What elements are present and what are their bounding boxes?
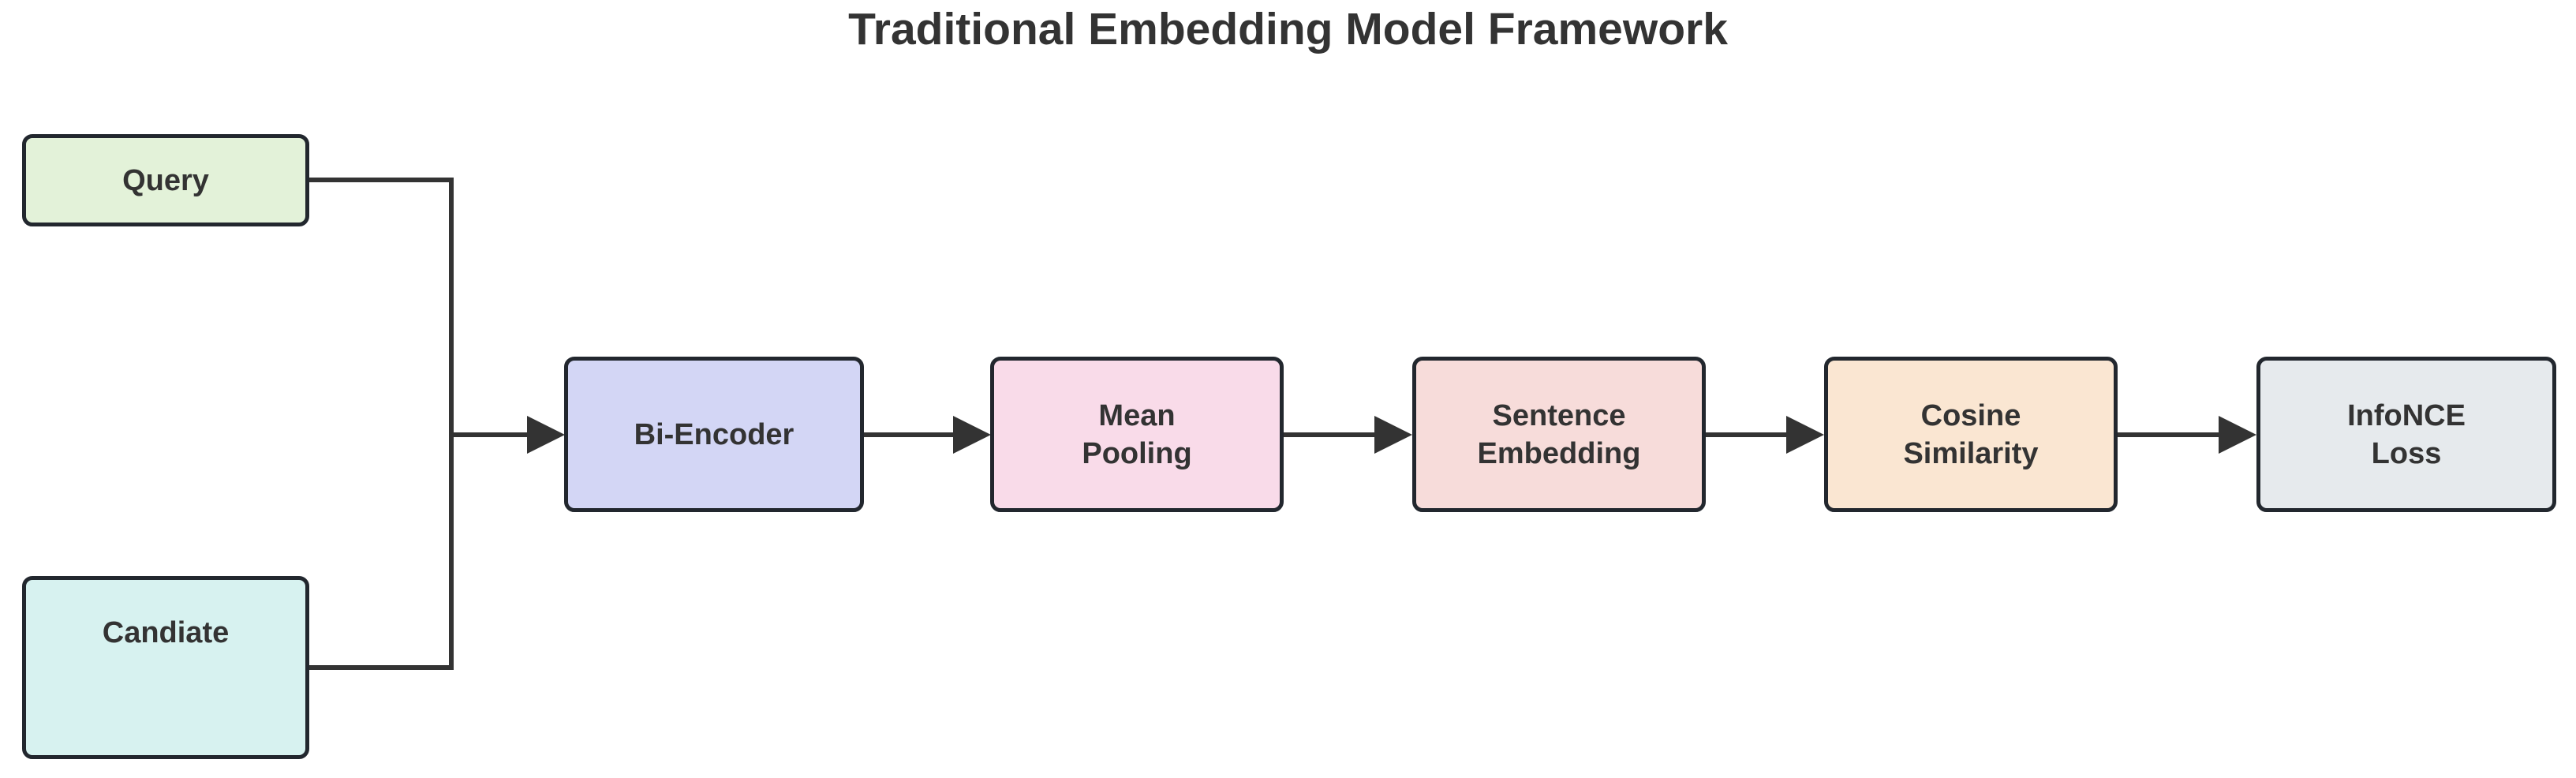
node-cosine-similarity-label: Cosine Similarity: [1903, 398, 2039, 470]
node-query-label: Query: [122, 163, 209, 197]
edge-query-to-bi-encoder: [309, 178, 454, 435]
node-bi-encoder[interactable]: Bi-Encoder: [564, 357, 864, 512]
arrow-head-mean-pooling-icon: [953, 416, 991, 454]
node-infonce-loss[interactable]: InfoNCE Loss: [2256, 357, 2556, 512]
node-mean-pooling[interactable]: Mean Pooling: [990, 357, 1284, 512]
node-candiate-label: Candiate: [102, 616, 230, 649]
node-sentence-embedding-label: Sentence Embedding: [1477, 398, 1641, 470]
node-bi-encoder-label: Bi-Encoder: [634, 417, 794, 451]
node-query[interactable]: Query: [22, 134, 309, 226]
arrow-head-sentence-embedding-icon: [1374, 416, 1412, 454]
node-mean-pooling-label: Mean Pooling: [1082, 398, 1192, 470]
arrow-head-infonce-loss-icon: [2219, 416, 2256, 454]
edge-candiate-to-bi-encoder: [309, 435, 454, 670]
node-infonce-loss-label: InfoNCE Loss: [2347, 398, 2466, 470]
node-sentence-embedding[interactable]: Sentence Embedding: [1412, 357, 1706, 512]
arrow-head-bi-encoder-icon: [527, 416, 565, 454]
node-candiate[interactable]: Candiate: [22, 576, 309, 759]
node-cosine-similarity[interactable]: Cosine Similarity: [1824, 357, 2118, 512]
arrow-head-cosine-similarity-icon: [1786, 416, 1824, 454]
page-title: Traditional Embedding Model Framework: [848, 4, 1728, 54]
